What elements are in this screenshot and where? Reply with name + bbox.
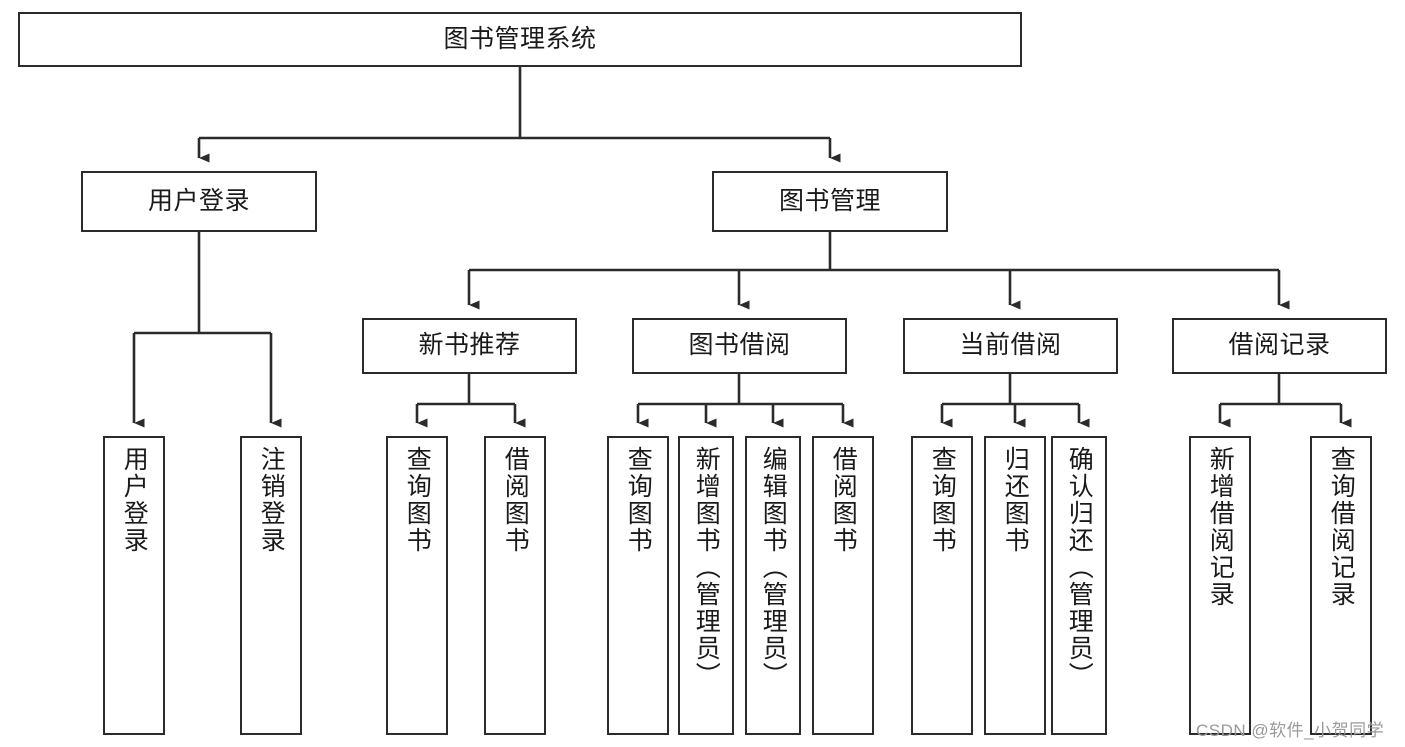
node-borrow-record[interactable]: 借阅记录: [1172, 318, 1387, 374]
node-label: 借阅图书: [501, 446, 530, 554]
node-user-login[interactable]: 用户登录: [81, 171, 317, 232]
node-label: 查询图书: [403, 446, 432, 554]
node-label: 编辑图书（管理员）: [759, 446, 788, 689]
leaf-query-book-3[interactable]: 查询图书: [911, 436, 973, 735]
node-label: 图书管理系统: [443, 24, 597, 53]
node-label: 查询借阅记录: [1327, 446, 1356, 608]
node-label: 借阅图书: [829, 446, 858, 554]
leaf-query-book-1[interactable]: 查询图书: [386, 436, 448, 735]
node-label: 归还图书: [1001, 446, 1030, 554]
leaf-user-login[interactable]: 用户登录: [103, 436, 165, 735]
leaf-borrow-book-2[interactable]: 借阅图书: [812, 436, 874, 735]
node-label: 当前借阅: [959, 331, 1062, 360]
node-label: 注销登录: [257, 446, 286, 554]
node-label: 查询图书: [624, 446, 653, 554]
node-label: 确认归还（管理员）: [1065, 446, 1094, 689]
leaf-query-book-2[interactable]: 查询图书: [607, 436, 669, 735]
node-book-manage[interactable]: 图书管理: [712, 171, 948, 232]
node-label: 用户登录: [120, 446, 149, 554]
node-book-borrow[interactable]: 图书借阅: [632, 318, 847, 374]
node-label: 查询图书: [928, 446, 957, 554]
leaf-borrow-book-1[interactable]: 借阅图书: [484, 436, 546, 735]
node-label: 图书管理: [778, 186, 881, 215]
node-label: 用户登录: [147, 186, 250, 215]
node-root-system[interactable]: 图书管理系统: [18, 12, 1022, 67]
leaf-confirm-return[interactable]: 确认归还（管理员）: [1051, 436, 1107, 735]
node-current-borrow[interactable]: 当前借阅: [903, 318, 1118, 374]
node-new-book-rec[interactable]: 新书推荐: [362, 318, 577, 374]
node-label: 新增借阅记录: [1206, 446, 1235, 608]
leaf-edit-book[interactable]: 编辑图书（管理员）: [745, 436, 801, 735]
node-label: 借阅记录: [1228, 331, 1331, 360]
csdn-watermark: CSDN @软件_小贺同学: [1196, 721, 1385, 740]
node-label: 图书借阅: [688, 331, 791, 360]
leaf-return-book[interactable]: 归还图书: [984, 436, 1046, 735]
leaf-add-book[interactable]: 新增图书（管理员）: [678, 436, 734, 735]
node-label: 新书推荐: [418, 331, 521, 360]
leaf-query-record[interactable]: 查询借阅记录: [1310, 436, 1372, 735]
node-label: 新增图书（管理员）: [692, 446, 721, 689]
leaf-add-record[interactable]: 新增借阅记录: [1189, 436, 1251, 735]
leaf-logout[interactable]: 注销登录: [240, 436, 302, 735]
